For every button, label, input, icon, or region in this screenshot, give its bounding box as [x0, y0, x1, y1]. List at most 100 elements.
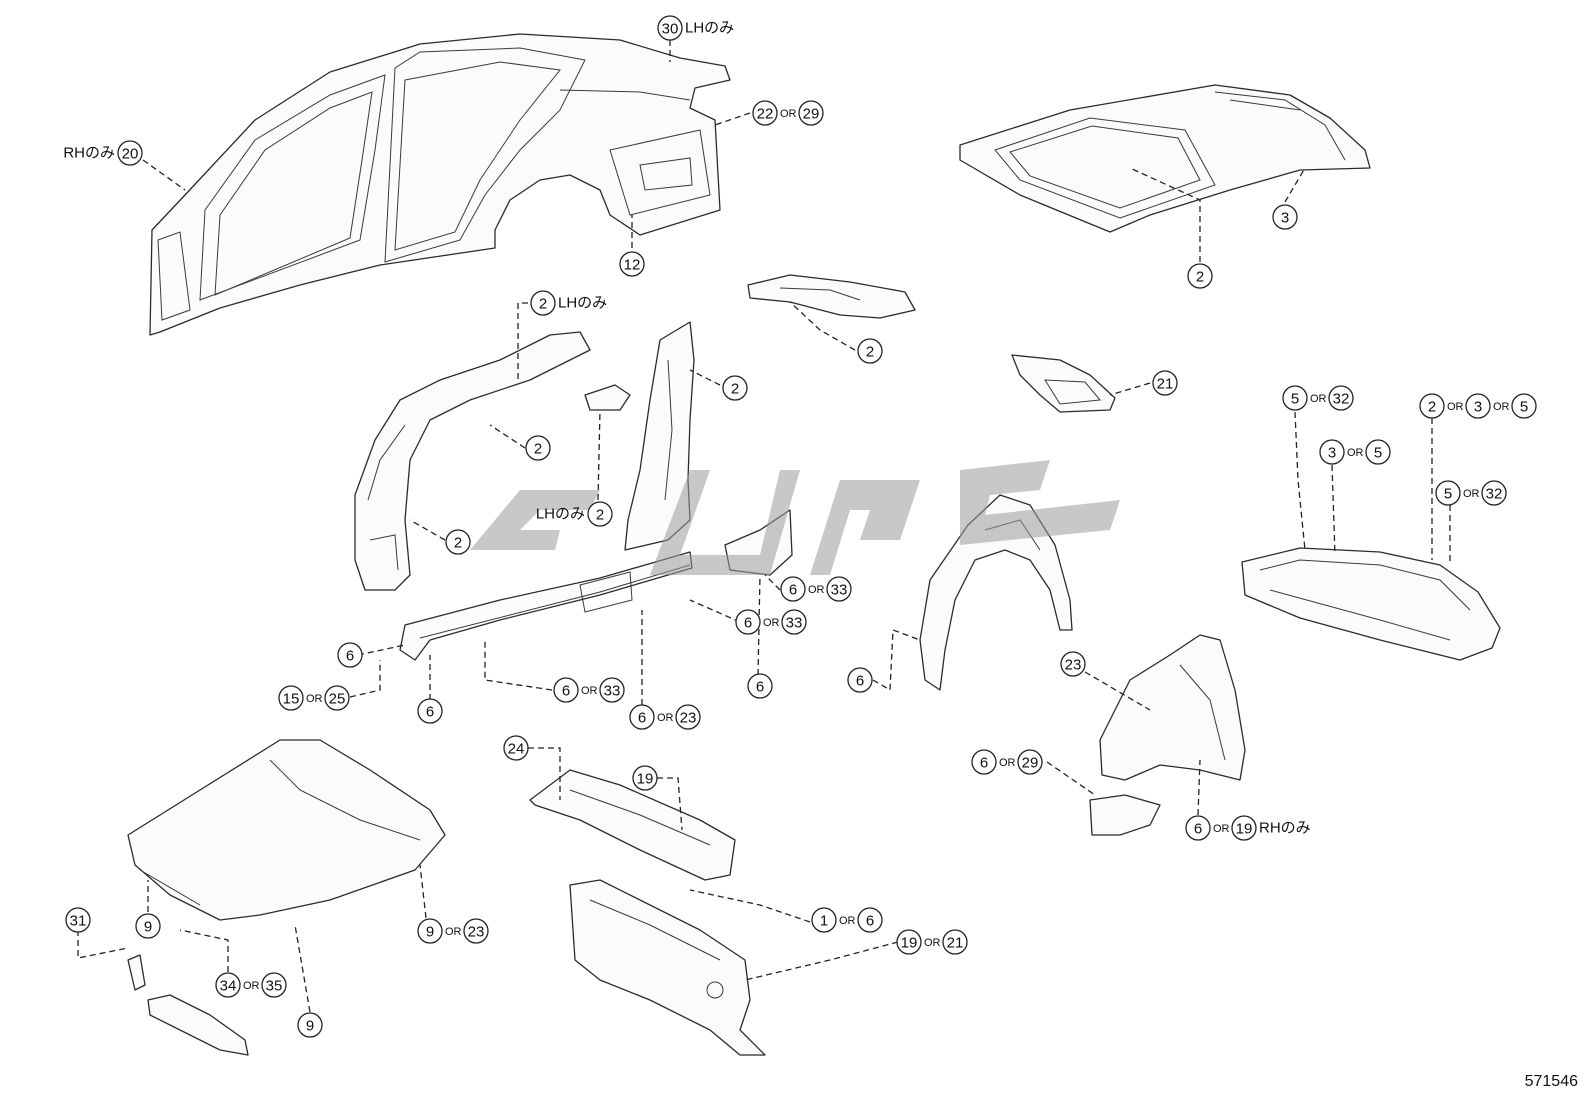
part-number: 19: [637, 771, 654, 788]
part-number: 9: [144, 919, 152, 936]
or-label: OR: [657, 712, 674, 724]
part-number: 29: [803, 106, 820, 123]
part-number: 3: [1328, 445, 1336, 462]
callout-c-3-roof: 3: [1272, 204, 1298, 230]
part-number: 9: [426, 924, 434, 941]
part-number-ring: [417, 918, 443, 944]
part-number: 5: [1291, 391, 1299, 408]
part-number-ring: [675, 704, 701, 730]
part-number: 19: [901, 935, 918, 952]
part-number: 2: [454, 535, 462, 552]
callout-c-23-apron: 23: [1060, 651, 1086, 677]
callout-c-6-left: 6: [337, 642, 363, 668]
part-number: 33: [604, 683, 621, 700]
part-number-ring: [1272, 204, 1298, 230]
or-label: OR: [924, 937, 941, 949]
or-label: OR: [808, 584, 825, 596]
rear-floor-pan: [1241, 547, 1501, 661]
part-number: 35: [266, 978, 283, 995]
or-label: OR: [445, 926, 462, 938]
callout-c-2-lh-top: 2 LHのみ: [530, 290, 607, 316]
part-number: 6: [744, 615, 752, 632]
or-label: OR: [1463, 488, 1480, 500]
callout-note: LHのみ: [685, 20, 734, 37]
or-label: OR: [999, 757, 1016, 769]
part-number: 5: [1444, 486, 1452, 503]
callout-c-2-roof: 2: [1187, 263, 1213, 289]
part-number-ring: [942, 929, 968, 955]
or-label: OR: [1310, 393, 1327, 405]
part-number: 12: [624, 257, 641, 274]
part-number-ring: [599, 677, 625, 703]
part-number-ring: [811, 907, 837, 933]
part-number: 5: [1374, 445, 1382, 462]
part-number-ring: [1231, 815, 1257, 841]
part-number-ring: [1152, 370, 1178, 396]
callout-note: RHのみ: [63, 145, 115, 162]
part-number-ring: [278, 685, 304, 711]
part-number: 2: [1428, 399, 1436, 416]
part-number-ring: [445, 529, 471, 555]
part-number: 3: [1474, 399, 1482, 416]
part-number: 6: [426, 704, 434, 721]
part-number-ring: [657, 15, 683, 41]
part-number-ring: [65, 907, 91, 933]
or-label: OR: [763, 617, 780, 629]
apron-lower-bracket: [1089, 794, 1161, 836]
callout-note: RHのみ: [1259, 820, 1311, 837]
callout-c-5-32-b: 5 OR 32: [1435, 480, 1507, 506]
callout-c-2-apillar-low: 2: [445, 529, 471, 555]
roof-side-bracket: [584, 384, 631, 411]
part-number: 9: [306, 1018, 314, 1035]
part-number-ring: [1465, 393, 1491, 419]
a-pillar-inner: [354, 331, 591, 591]
or-label: OR: [581, 685, 598, 697]
callout-c-6-sill: 6: [417, 698, 443, 724]
part-number-ring: [1282, 385, 1308, 411]
part-number: 24: [508, 741, 525, 758]
callout-c-2-bpillar: 2: [722, 375, 748, 401]
part-number-ring: [1365, 439, 1391, 465]
part-number-ring: [525, 435, 551, 461]
diagram-code: 571546: [1524, 1073, 1578, 1090]
front-apron: [1099, 634, 1246, 781]
part-number: 1: [820, 913, 828, 930]
callout-c-9-a: 9: [135, 913, 161, 939]
part-number: 33: [831, 582, 848, 599]
part-number: 6: [866, 913, 874, 930]
part-number: 29: [1022, 755, 1039, 772]
part-number-ring: [971, 749, 997, 775]
part-number-ring: [1511, 393, 1537, 419]
part-number: 19: [1236, 821, 1253, 838]
callout-c-19-21: 19 OR 21: [896, 929, 968, 955]
part-number-ring: [1187, 263, 1213, 289]
radiator-support: [127, 954, 249, 1056]
part-number: 6: [756, 679, 764, 696]
cowl-panel: [529, 769, 736, 881]
part-number: 6: [346, 648, 354, 665]
part-number: 21: [947, 935, 964, 952]
or-label: OR: [1213, 823, 1230, 835]
part-number-ring: [553, 677, 579, 703]
part-number-ring: [587, 501, 613, 527]
dash-panel: [569, 879, 766, 1056]
roof-panel: [959, 84, 1371, 233]
callout-c-2-lh-mid: LHのみ 2: [536, 501, 613, 527]
part-number-ring: [752, 100, 778, 126]
part-number: 6: [789, 582, 797, 599]
part-number: 32: [1486, 486, 1503, 503]
part-number: 2: [1196, 269, 1204, 286]
part-number: 3: [1281, 210, 1289, 227]
callout-note: LHのみ: [536, 506, 585, 523]
part-number: 2: [539, 296, 547, 313]
part-number: 2: [596, 507, 604, 524]
callout-note: LHのみ: [558, 295, 607, 312]
